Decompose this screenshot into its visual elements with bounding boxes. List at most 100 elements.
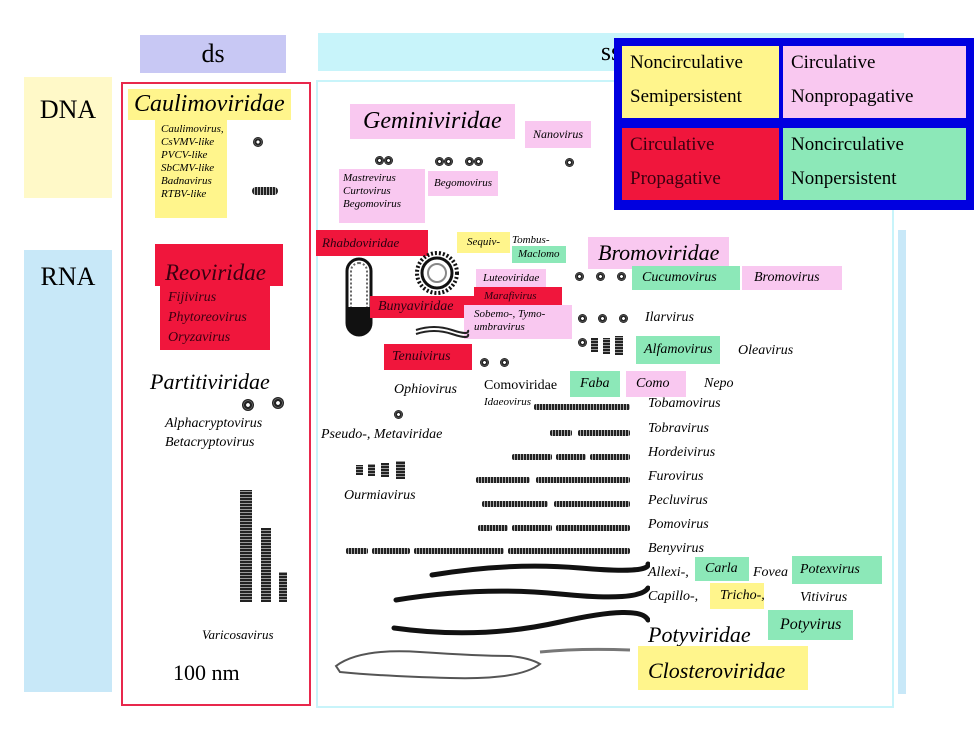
bromo-particle-icon-1 (575, 272, 584, 281)
nanovirus-particle-icon (565, 158, 574, 167)
genus-begomovirus: Begomovirus (343, 198, 402, 210)
rhabdovirus-particle-icon (345, 257, 373, 337)
pomovirus-rod-icon-1 (478, 525, 508, 531)
legend-circ-nonprop-1: Circulative (791, 52, 876, 73)
gemini-particle-icon-4 (444, 157, 453, 166)
genus-sbcmv: SbCMV-like (161, 162, 215, 174)
furovirus-rod-icon-2 (536, 477, 630, 483)
benyvirus-rod-icon-2 (372, 548, 410, 554)
partitiviridae-label: Partitiviridae (150, 369, 270, 394)
legend-noncirc-nonpers-2: Nonpersistent (791, 168, 897, 189)
ss-side-strip (898, 230, 906, 694)
ourmia-particle-icon-4 (396, 461, 405, 479)
varicosavirus-label: Varicosavirus (202, 627, 274, 642)
legend-circ-prop-2: Propagative (630, 168, 721, 189)
legend-noncirc-semi-1: Noncirculative (630, 52, 743, 73)
capillo-label: Capillo-, (648, 589, 699, 604)
cucumovirus-label: Cucumovirus (632, 266, 740, 290)
allexi-label: Allexi-, (648, 565, 689, 580)
tobamovirus-label: Tobamovirus (648, 396, 721, 411)
genus-csvmv: CsVMV-like (161, 136, 215, 148)
alfamo-particle-icon-1 (578, 338, 587, 347)
genus-caulimovirus: Caulimovirus, (161, 123, 224, 135)
alfamo-particle-icon-2 (591, 338, 598, 352)
legend-circ-nonprop: Circulative Nonpropagative (783, 46, 966, 118)
legend-noncirc-nonpers-1: Noncirculative (791, 134, 904, 155)
tenuivirus-filament-icon (415, 326, 470, 338)
caulimovirus-particle-icon (253, 137, 263, 147)
potexvirus-label: Potexvirus (792, 556, 882, 584)
geminiviridae-label: Geminiviridae (350, 104, 515, 139)
genus-pvcv: PVCV-like (161, 149, 208, 161)
genus-rtbv: RTBV-like (161, 188, 207, 200)
badnavirus-particle-icon (252, 187, 278, 195)
reoviridae-box (155, 244, 283, 286)
tricho-label: Tricho-, (710, 583, 765, 609)
potyvirus-label: Potyvirus (768, 610, 854, 640)
gemini-particle-icon-6 (474, 157, 483, 166)
furovirus-rod-icon-1 (476, 477, 530, 483)
dna-row-header: DNA (24, 77, 112, 198)
ilarvirus-label: Ilarvirus (645, 310, 694, 325)
maclomo-label: Maclomo (512, 246, 566, 263)
ds-panel (121, 82, 311, 706)
nepo-label: Nepo (704, 376, 734, 391)
pomovirus-rod-icon-3 (556, 525, 630, 531)
fovea-label: Fovea (753, 565, 788, 580)
tobamovirus-rod-icon (534, 404, 630, 410)
gemini-particle-icon-1 (375, 156, 384, 165)
varicosavirus-rod-icon-2 (261, 528, 271, 602)
pecluvirus-rod-icon-1 (482, 501, 548, 507)
como-particle-icon-2 (500, 358, 509, 367)
como-label: Como (626, 371, 686, 397)
tombus-label: Tombus- (512, 234, 550, 246)
rhabdoviridae-label: Rhabdoviridae (316, 230, 428, 256)
sobemo-label-1: Sobemo-, Tymo- (474, 308, 546, 320)
reoviridae-genera: Fijivirus Phytoreovirus Oryzavirus (160, 286, 270, 350)
partitivirus-particle-icon-2 (272, 397, 284, 409)
hordeivirus-label: Hordeivirus (648, 445, 716, 460)
genus-phytoreovirus: Phytoreovirus (168, 310, 247, 325)
begomovirus-label: Begomovirus (428, 171, 499, 196)
legend-noncirc-semi-2: Semipersistent (630, 86, 742, 107)
sequiv-label: Sequiv- (457, 232, 510, 253)
sobemo-box: Sobemo-, Tymo- umbravirus (464, 305, 572, 339)
luteoviridae-label: Luteoviridae (476, 269, 547, 288)
scale-label: 100 nm (173, 660, 240, 685)
genus-badnavirus: Badnavirus (161, 175, 212, 187)
potyviridae-label: Potyviridae (648, 622, 751, 647)
genus-curtovirus: Curtovirus (343, 185, 391, 197)
alfamovirus-label: Alfamovirus (636, 336, 721, 364)
caulimoviridae-genera: Caulimovirus, CsVMV-like PVCV-like SbCMV… (155, 120, 227, 218)
legend-circ-nonprop-2: Nonpropagative (791, 86, 914, 107)
bromo-particle-icon-2 (596, 272, 605, 281)
sobemo-label-2: umbravirus (474, 321, 525, 333)
ourmiavirus-label: Ourmiavirus (344, 488, 416, 503)
reoviridae-label: Reoviridae (165, 260, 266, 285)
filamentous-virus-icons (334, 561, 650, 680)
ourmia-particle-icon-2 (368, 464, 375, 476)
partitivirus-particle-icon-1 (242, 399, 254, 411)
legend-noncirc-nonpers: Noncirculative Nonpersistent (783, 128, 966, 200)
tobravirus-rod-icon-1 (550, 430, 572, 436)
vitivirus-label: Vitivirus (800, 590, 848, 605)
tenuivirus-label: Tenuivirus (384, 344, 472, 370)
ourmia-particle-icon-1 (356, 465, 363, 475)
gemini-particle-icon-2 (384, 156, 393, 165)
bromovirus-label: Bromovirus (742, 266, 842, 290)
comoviridae-label: Comoviridae (484, 378, 558, 393)
pomovirus-rod-icon-2 (512, 525, 552, 531)
bunyaviridae-label: Bunyaviridae (370, 296, 478, 318)
hordeivirus-rod-icon-3 (590, 454, 630, 460)
legend-circ-prop-1: Circulative (630, 134, 715, 155)
oleavirus-label: Oleavirus (738, 343, 794, 358)
alfamo-particle-icon-3 (603, 338, 610, 354)
como-particle-icon-1 (480, 358, 489, 367)
alfamo-particle-icon-4 (615, 336, 623, 355)
benyvirus-rod-icon-3 (414, 548, 504, 554)
ilar-particle-icon-1 (578, 314, 587, 323)
dna-label: DNA (39, 95, 97, 124)
ilar-particle-icon-3 (619, 314, 628, 323)
bromo-particle-icon-3 (617, 272, 626, 281)
benyvirus-rod-icon-1 (346, 548, 368, 554)
